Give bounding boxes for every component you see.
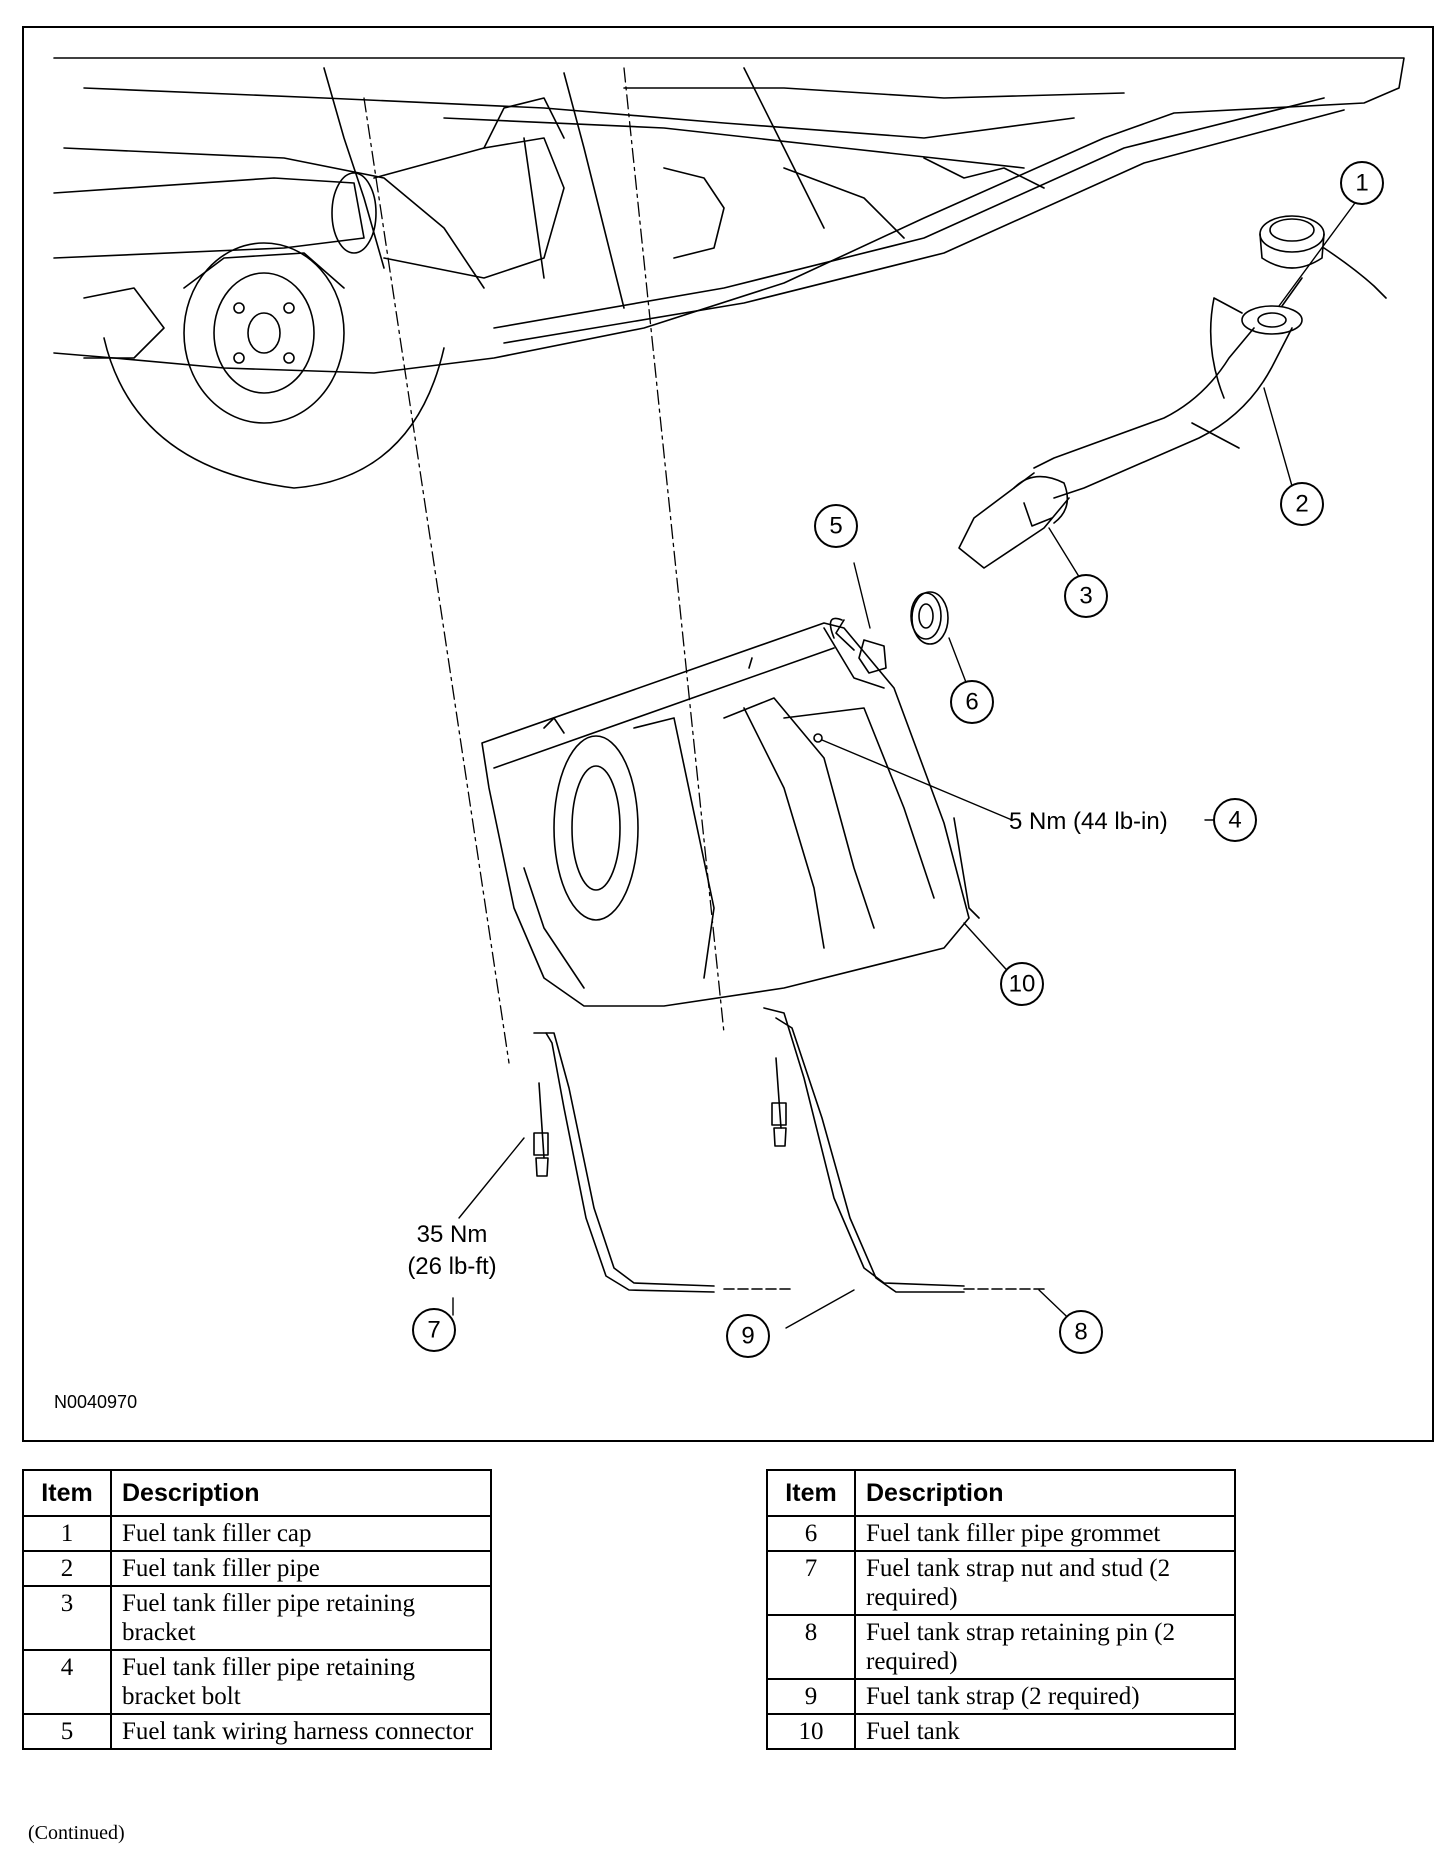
filler-pipe: [1033, 297, 1303, 499]
callout-7: 7: [412, 1308, 456, 1352]
legend-row: 3 Fuel tank filler pipe retaining bracke…: [22, 1585, 492, 1651]
item-number: 5: [22, 1713, 112, 1750]
retaining-bracket: [958, 472, 1070, 569]
item-number: 10: [766, 1713, 856, 1750]
callout-2: 2: [1280, 482, 1324, 526]
callout-10: 10: [1000, 962, 1044, 1006]
alignment-lines: [363, 67, 725, 1064]
item-description: Fuel tank filler pipe: [110, 1550, 492, 1587]
item-number: 4: [22, 1649, 112, 1715]
leader-lines: [452, 187, 1367, 1334]
svg-text:8: 8: [1074, 1319, 1087, 1346]
header-description: Description: [854, 1469, 1236, 1517]
fuel-tank-straps: [533, 1007, 965, 1293]
strap-studs: [533, 1057, 787, 1177]
legend-row: 5 Fuel tank wiring harness connector: [22, 1713, 492, 1750]
item-number: 7: [766, 1550, 856, 1616]
wiring-connector: [829, 617, 887, 674]
callout-3: 3: [1064, 574, 1108, 618]
callout-8: 8: [1059, 1310, 1103, 1354]
item-number: 9: [766, 1678, 856, 1715]
callout-9: 9: [726, 1314, 770, 1358]
svg-text:4: 4: [1228, 807, 1241, 834]
item-description: Fuel tank filler pipe retaining bracket: [110, 1585, 492, 1651]
item-description: Fuel tank strap retaining pin (2 require…: [854, 1614, 1236, 1680]
svg-text:3: 3: [1079, 583, 1092, 610]
item-number: 3: [22, 1585, 112, 1651]
item-number: 1: [22, 1515, 112, 1552]
exploded-view-figure: 5 Nm (44 lb-in) 35 Nm (26 lb-ft) 1 2 3 4…: [22, 26, 1434, 1442]
item-description: Fuel tank filler pipe retaining bracket …: [110, 1649, 492, 1715]
fuel-tank-illustration: 5 Nm (44 lb-in) 35 Nm (26 lb-ft) 1 2 3 4…: [53, 57, 1405, 1412]
item-description: Fuel tank filler cap: [110, 1515, 492, 1552]
legend-row: 2 Fuel tank filler pipe: [22, 1550, 492, 1587]
figure-id: N0040970: [54, 1392, 137, 1412]
legend-header-row: Item Description: [22, 1469, 492, 1517]
legend-row: 8 Fuel tank strap retaining pin (2 requi…: [766, 1614, 1236, 1680]
svg-text:9: 9: [741, 1323, 754, 1350]
fuel-tank: [481, 622, 980, 1007]
filler-cap: [1259, 215, 1387, 307]
svg-text:10: 10: [1009, 971, 1036, 998]
legend-row: 1 Fuel tank filler cap: [22, 1515, 492, 1552]
callout-6: 6: [950, 680, 994, 724]
callout-5: 5: [814, 504, 858, 548]
header-item: Item: [22, 1469, 112, 1517]
item-number: 6: [766, 1515, 856, 1552]
svg-text:6: 6: [965, 689, 978, 716]
torque-label-4: 5 Nm (44 lb-in): [1009, 808, 1168, 835]
legend-table-right: Item Description 6 Fuel tank filler pipe…: [766, 1469, 1236, 1750]
item-number: 2: [22, 1550, 112, 1587]
legend-row: 6 Fuel tank filler pipe grommet: [766, 1515, 1236, 1552]
vehicle-underbody: [53, 57, 1405, 489]
filler-grommet: [910, 591, 949, 645]
item-description: Fuel tank strap (2 required): [854, 1678, 1236, 1715]
legend-row: 9 Fuel tank strap (2 required): [766, 1678, 1236, 1715]
callout-4: 4: [1213, 798, 1257, 842]
legend-row: 10 Fuel tank: [766, 1713, 1236, 1750]
item-description: Fuel tank filler pipe grommet: [854, 1515, 1236, 1552]
header-description: Description: [110, 1469, 492, 1517]
callout-1: 1: [1340, 161, 1384, 205]
item-number: 8: [766, 1614, 856, 1680]
svg-text:7: 7: [427, 1317, 440, 1344]
legend-row: 4 Fuel tank filler pipe retaining bracke…: [22, 1649, 492, 1715]
svg-text:1: 1: [1355, 170, 1368, 197]
legend-row: 7 Fuel tank strap nut and stud (2 requir…: [766, 1550, 1236, 1616]
legend-header-row: Item Description: [766, 1469, 1236, 1517]
item-description: Fuel tank strap nut and stud (2 required…: [854, 1550, 1236, 1616]
legend-table-left: Item Description 1 Fuel tank filler cap …: [22, 1469, 492, 1750]
torque-label-7-line1: 35 Nm: [417, 1221, 488, 1248]
svg-text:5: 5: [829, 513, 842, 540]
continued-note: (Continued): [28, 1822, 125, 1844]
torque-label-7-line2: (26 lb-ft): [407, 1253, 496, 1280]
header-item: Item: [766, 1469, 856, 1517]
item-description: Fuel tank wiring harness connector: [110, 1713, 492, 1750]
item-description: Fuel tank: [854, 1713, 1236, 1750]
svg-text:2: 2: [1295, 491, 1308, 518]
